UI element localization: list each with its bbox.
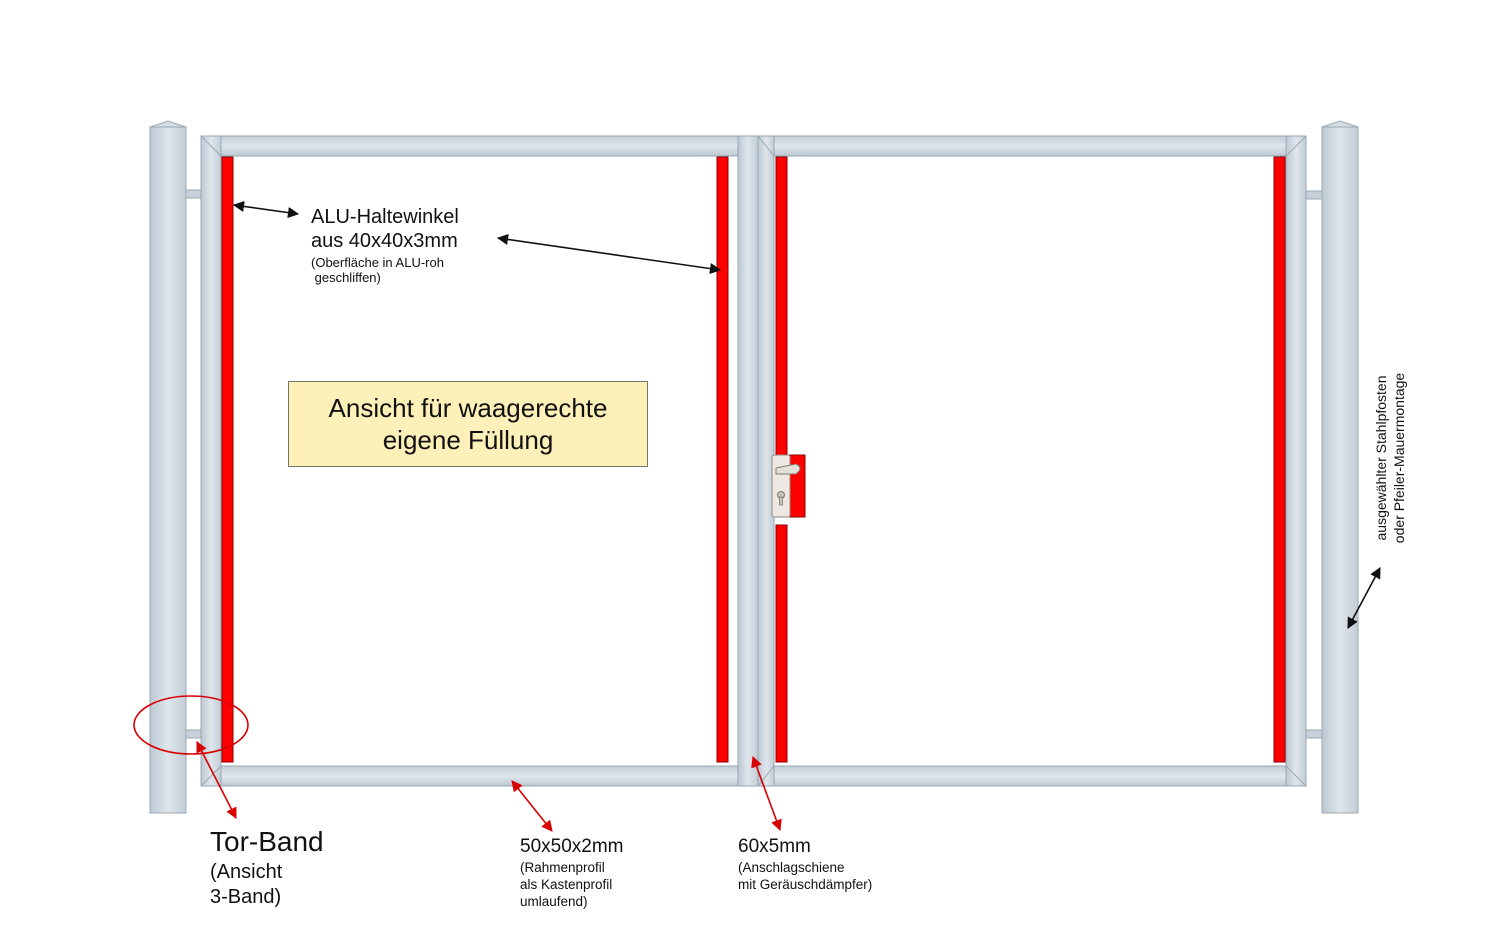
hinge-bottom-left [185,729,202,739]
info-line-1: Ansicht für waagerechte [328,393,608,423]
arrow-anschlagschiene [751,755,782,832]
alu-angle-right-1 [775,156,788,456]
rahmenprofil-note: (Rahmenprofil als Kastenprofil umlaufend… [520,860,613,909]
alu-angle-right-3 [1273,156,1286,763]
alu-angle-left-1 [221,156,234,763]
torband-note: (Ansicht 3-Band) [210,861,283,908]
lock-assembly [771,454,806,518]
arrow-haltewinkel-left [232,200,300,219]
info-line-2: eigene Füllung [382,425,554,455]
anschlagschiene-title: 60x5mm [738,836,811,857]
hinge-bottom-right [1305,729,1323,739]
lock-cylinder-icon [777,491,785,506]
hinge-top-left [185,189,202,199]
info-box: Ansicht für waagerechte eigene Füllung [288,381,648,467]
handle-plate [771,454,791,518]
anschlagschiene-note: (Anschlagschiene mit Geräuschdämpfer) [738,860,873,892]
door-handle-icon [775,463,801,475]
pfosten-note: ausgewählter Stahlpfosten oder Pfeiler-M… [1373,372,1407,544]
haltewinkel-title: ALU-Haltewinkel aus 40x40x3mm [311,206,459,252]
arrow-torband [196,741,237,819]
hinge-callout-circle [133,695,249,755]
left-post [149,120,187,814]
arrow-post [1347,567,1381,629]
arrow-haltewinkel-right [496,233,722,275]
alu-angle-left-2 [716,156,729,763]
right-post [1321,120,1359,814]
haltewinkel-note: (Oberfläche in ALU-roh geschliffen) [311,255,444,285]
hinge-top-right [1305,190,1323,200]
arrow-rahmenprofil [511,780,553,832]
alu-angle-right-2 [775,524,788,763]
right-leaf-frame [757,135,1307,787]
rahmenprofil-title: 50x50x2mm [520,836,624,857]
torband-title: Tor-Band [210,826,324,857]
